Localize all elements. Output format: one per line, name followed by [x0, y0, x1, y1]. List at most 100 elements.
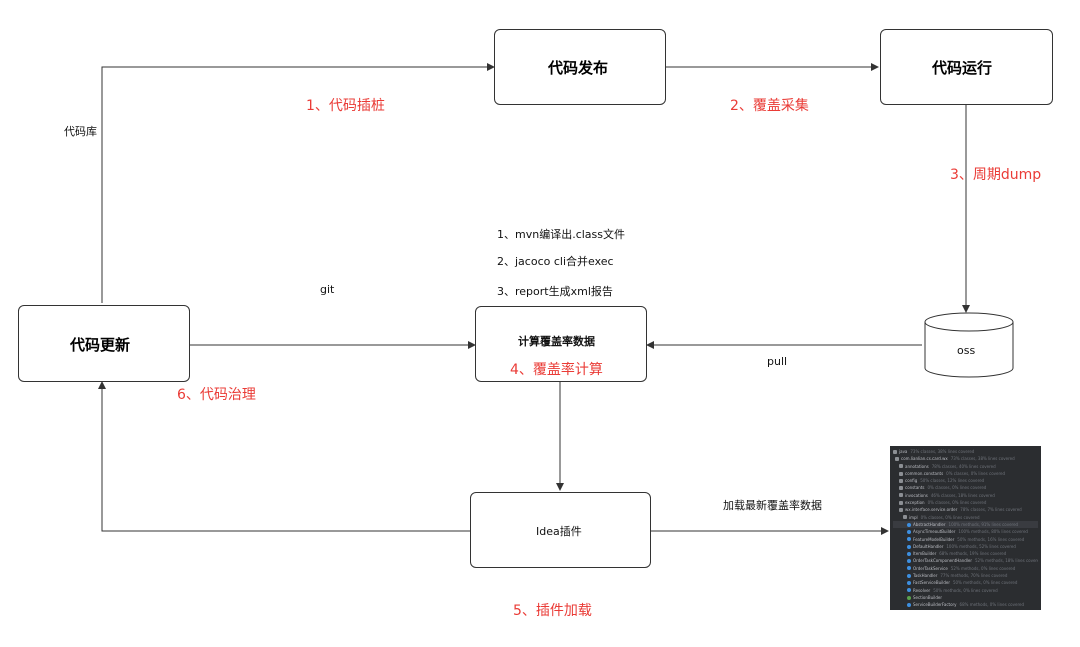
ide-tree-row-name: impl: [909, 514, 918, 520]
step-label-3: 3、周期dump: [950, 167, 1042, 183]
node-publish: [494, 29, 666, 105]
oss-cylinder-shape: [924, 312, 1014, 378]
ide-tree-row-name: config: [905, 478, 918, 484]
ide-tree-row-name: annotations: [905, 463, 929, 469]
ide-tree-row-coverage: 0% classes, 0% lines covered: [946, 470, 1006, 476]
class-icon: [907, 529, 911, 534]
ide-tree-row-coverage: 0% classes, 0% lines covered: [920, 514, 980, 520]
ide-tree-row-coverage: 68% methods, 0% lines covered: [959, 602, 1025, 608]
node-run-label: 代码运行: [932, 59, 993, 77]
ide-tree-row-coverage: 73% classes, 38% lines covered: [910, 449, 975, 454]
ide-tree-row-name: FastServiceBuilder: [913, 580, 950, 586]
folder-icon: [899, 486, 903, 491]
step-label-4: 4、覆盖率计算: [510, 362, 603, 378]
ide-tree-row-name: constants: [905, 485, 925, 491]
folder-icon: [895, 456, 899, 461]
folder-icon: [899, 471, 903, 476]
node-oss-label: oss: [957, 344, 976, 357]
ide-tree-row-name: com.lianlian.cs.card.wx: [901, 456, 948, 462]
folder-icon: [899, 478, 903, 483]
step-label-5: 5、插件加载: [513, 603, 592, 619]
ide-tree-row-name: common.constants: [905, 470, 944, 476]
class-icon: [907, 537, 911, 542]
node-run: [880, 29, 1053, 105]
ide-tree-row-name: OrderTaskService: [913, 565, 948, 571]
ide-tree-row-coverage: 46% classes, 18% lines covered: [930, 492, 995, 498]
edge-label-repo: 代码库: [64, 125, 97, 138]
class-icon: [907, 551, 911, 556]
ide-tree-row-name: wx.interface.service.order: [905, 507, 958, 513]
node-update: [18, 305, 190, 382]
class-icon: [907, 580, 911, 585]
class-icon: [907, 522, 911, 527]
ide-tree-row-coverage: 78% classes, 40% lines covered: [931, 463, 996, 469]
ide-tree-row-coverage: 0% classes, 0% lines covered: [927, 500, 987, 506]
ide-tree-row-name: exception: [905, 500, 925, 506]
edge-label-git: git: [320, 283, 335, 296]
class-icon: [907, 573, 911, 578]
ide-tree-row-name: OrderTaskComponentHandler: [913, 558, 972, 564]
class-icon: [907, 588, 911, 593]
ide-tree-row-name: AsyncTimeoutBuilder: [913, 529, 956, 535]
folder-icon: [899, 493, 903, 498]
folder-icon: [899, 508, 903, 513]
ide-tree-row-coverage: 50% methods, 16% lines covered: [957, 536, 1025, 542]
class-icon: [907, 595, 911, 600]
folder-icon: [893, 449, 897, 454]
ide-tree-row-coverage: 100% methods, 91% lines covered: [948, 521, 1019, 527]
ide-tree-row-name: AbstractHandler: [913, 521, 946, 527]
ide-tree-row: SectionBuilder: [893, 594, 1038, 601]
class-icon: [907, 566, 911, 571]
step-label-2: 2、覆盖采集: [730, 98, 809, 114]
ide-tree-row-coverage: 50% classes, 12% lines covered: [920, 478, 985, 484]
node-plugin: [470, 492, 651, 568]
ide-tree-row-coverage: 0% classes, 0% lines covered: [927, 485, 987, 491]
ide-tree-row-name: java: [899, 449, 908, 454]
step-label-1: 1、代码插桩: [306, 98, 385, 114]
folder-icon: [899, 500, 903, 505]
calc-step-note: 3、report生成xml报告: [497, 285, 613, 298]
node-publish-label: 代码发布: [548, 59, 609, 77]
ide-tree-row-coverage: 50% methods, 0% lines covered: [952, 580, 1018, 586]
ide-tree-row-coverage: 77% methods, 70% lines covered: [940, 573, 1008, 579]
ide-tree-row-coverage: 78% classes, 7% lines covered: [960, 507, 1022, 513]
node-calc: [475, 306, 647, 382]
calc-step-note: 1、mvn编译出.class文件: [497, 228, 625, 241]
node-calc-label: 计算覆盖率数据: [518, 335, 595, 348]
ide-tree-row-name: ItemBuilder: [913, 551, 937, 557]
edge-label-pull: pull: [767, 355, 788, 368]
ide-tree-row-coverage: 68% methods, 19% lines covered: [939, 551, 1007, 557]
ide-tree-row-coverage: 100% methods, 52% lines covered: [946, 543, 1016, 549]
ide-tree-row-name: ServiceBuilderFactory: [913, 602, 957, 608]
folder-icon: [899, 464, 903, 469]
calc-step-note: 2、jacoco cli合并exec: [497, 255, 614, 268]
class-icon: [907, 544, 911, 549]
node-plugin-label: Idea插件: [536, 525, 582, 538]
ide-tree-row-name: invocations: [905, 492, 928, 498]
edge-update-to-publish: [101, 63, 495, 303]
ide-tree-row-name: SectionBuilder: [913, 594, 943, 600]
ide-tree-row-coverage: 52% methods, 0% lines covered: [950, 565, 1016, 571]
class-icon: [907, 602, 911, 607]
ide-tree-row-coverage: 100% methods, 80% lines covered: [958, 529, 1028, 535]
edge-label-load-latest: 加载最新覆盖率数据: [723, 499, 822, 512]
edge-plugin-to-update: [98, 381, 470, 532]
